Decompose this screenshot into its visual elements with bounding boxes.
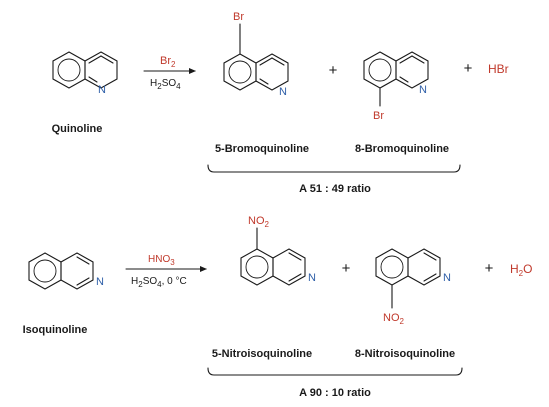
5-nitroisoquinoline-label: 5-Nitroisoquinoline — [212, 348, 312, 360]
quinoline-nitrogen: N — [98, 84, 106, 96]
reagent-nitric-acid: HNO3 — [148, 254, 175, 267]
water-byproduct: H2O — [510, 262, 532, 278]
ratio-label-2: A 90 : 10 ratio — [299, 387, 371, 399]
5-nitro-substituent: NO2 — [248, 215, 270, 229]
5-bromoquinoline-label: 5-Bromoquinoline — [215, 143, 309, 155]
8-bromo-substituent: Br — [373, 110, 384, 122]
8-nitro-substituent: NO2 — [383, 312, 405, 326]
ratio-label-1: A 51 : 49 ratio — [299, 183, 371, 195]
hbr-byproduct: HBr — [488, 62, 509, 76]
plus-sign-2: + — [464, 60, 473, 77]
reagent-sulfuric-acid-2: H2SO4, 0 °C — [131, 276, 187, 289]
isoquinoline-structure: N — [28, 252, 104, 290]
reagent-bromine: Br2 — [160, 55, 176, 69]
5-bromoquinoline-nitrogen: N — [279, 86, 287, 98]
8-nitroisoquinoline-structure: NO2 N — [375, 248, 451, 326]
5-bromoquinoline-structure: Br N — [223, 11, 289, 98]
8-nitroisoquinoline-nitrogen: N — [443, 272, 451, 284]
product-bracket-2 — [207, 367, 463, 376]
plus-sign-1: + — [329, 62, 338, 79]
5-bromo-substituent: Br — [233, 11, 244, 23]
plus-sign-4: + — [485, 260, 494, 277]
8-bromoquinoline-label: 8-Bromoquinoline — [355, 143, 449, 155]
plus-sign-3: + — [342, 260, 351, 277]
5-nitroisoquinoline-nitrogen: N — [308, 272, 316, 284]
8-bromoquinoline-nitrogen: N — [419, 84, 427, 96]
isoquinoline-label: Isoquinoline — [23, 324, 88, 336]
arrowhead-1 — [189, 68, 196, 74]
quinoline-label: Quinoline — [52, 123, 103, 135]
5-nitroisoquinoline-structure: NO2 N — [240, 215, 316, 286]
isoquinoline-nitrogen: N — [96, 276, 104, 288]
arrowhead-2 — [200, 266, 207, 272]
8-bromoquinoline-structure: Br N — [363, 51, 429, 122]
product-bracket-1 — [207, 164, 461, 173]
8-nitroisoquinoline-label: 8-Nitroisoquinoline — [355, 348, 455, 360]
reagent-sulfuric-acid-1: H2SO4 — [150, 78, 181, 91]
quinoline-structure: N — [52, 51, 118, 96]
